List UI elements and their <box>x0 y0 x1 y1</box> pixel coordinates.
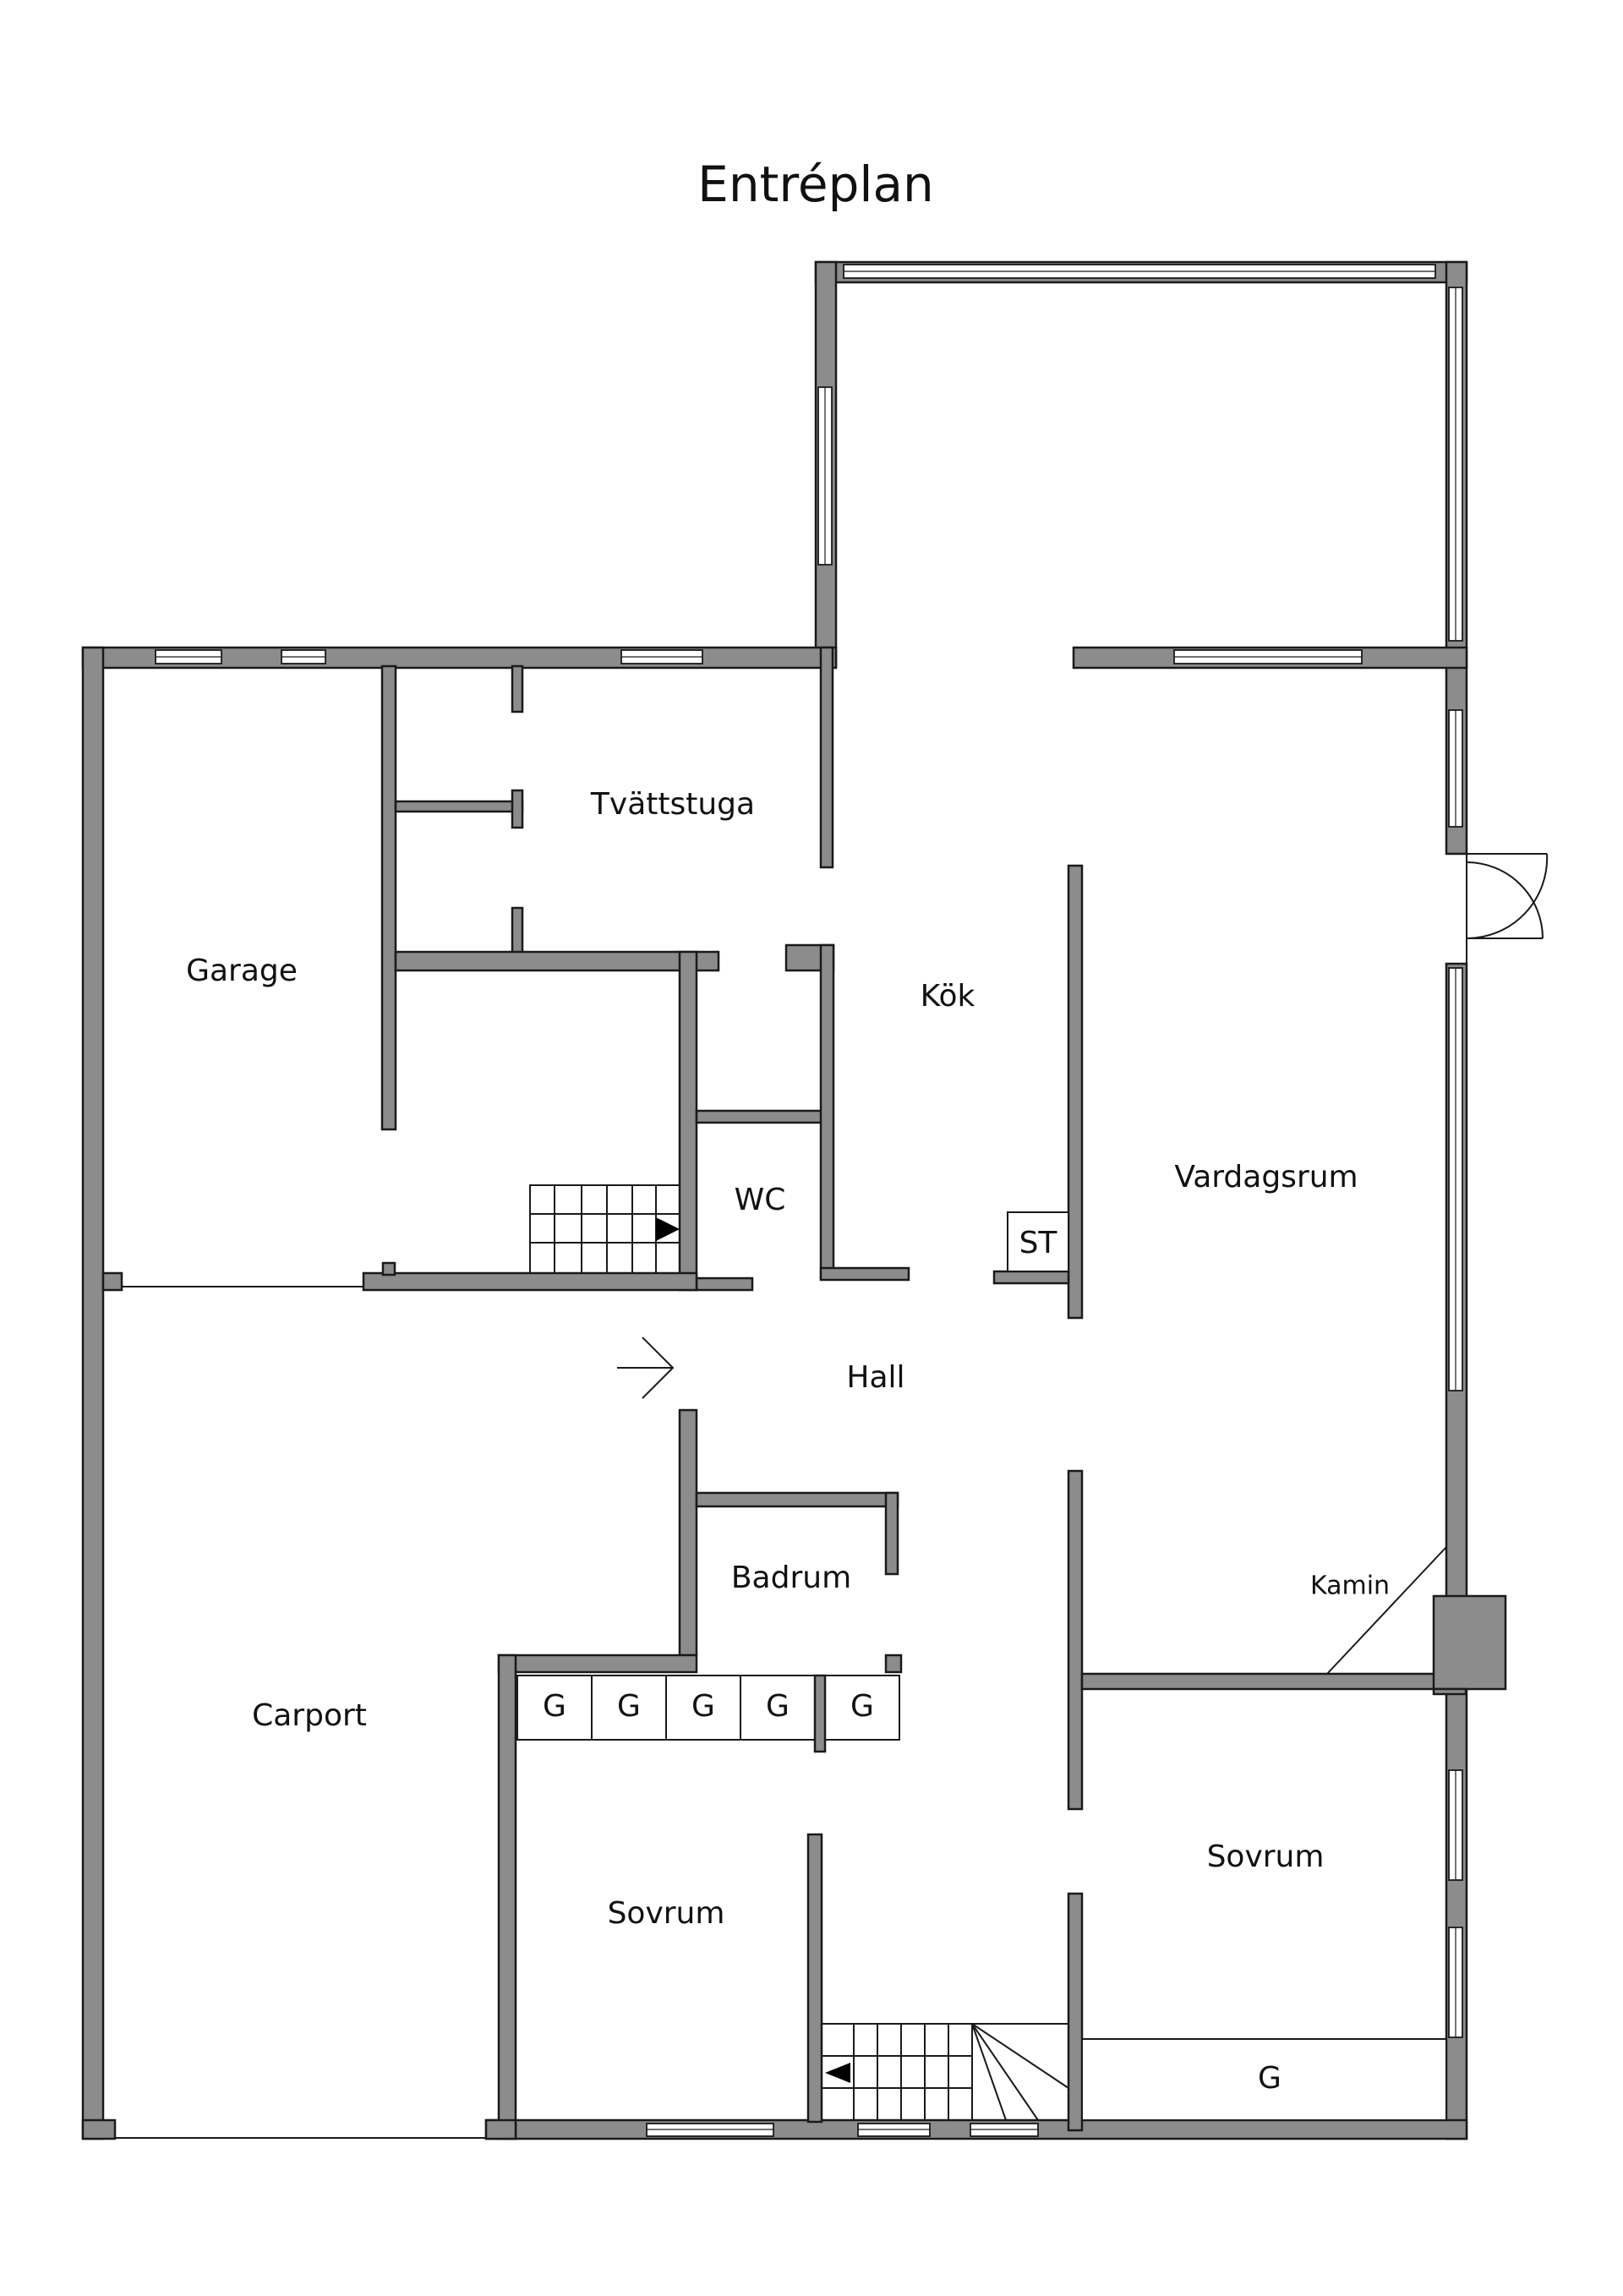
wall <box>484 2118 517 2140</box>
windows <box>155 264 1463 2137</box>
label-hall: Hall <box>846 1360 904 1395</box>
wall <box>362 1271 698 1292</box>
stairs-lower <box>821 2023 1069 2121</box>
entry-arrow-icon <box>617 1337 675 1399</box>
label-vardagsrum: Vardagsrum <box>1174 1160 1358 1194</box>
wall <box>381 1261 396 1276</box>
storage-right-box <box>1081 2038 1447 2121</box>
wall <box>497 1654 517 2140</box>
wall <box>101 1271 123 1292</box>
wall <box>884 1491 899 1576</box>
entrance-door <box>1466 853 1549 964</box>
wall <box>819 943 835 1280</box>
label-sovrum-left: Sovrum <box>608 1896 725 1931</box>
kamin-line <box>1326 1546 1447 1675</box>
wall <box>511 664 524 713</box>
label-kamin: Kamin <box>1310 1572 1390 1601</box>
wall-left-outer <box>81 646 105 2140</box>
wall <box>511 789 524 829</box>
label-carport: Carport <box>252 1698 367 1733</box>
wall <box>1432 1594 1507 1691</box>
wall <box>695 1276 754 1292</box>
wall <box>695 1491 899 1508</box>
plan-title: Entréplan <box>697 156 934 213</box>
storage-row <box>516 1674 900 1753</box>
stair-arrow-icon <box>825 2063 850 2083</box>
stairs-upper <box>529 1184 680 1274</box>
stair-arrow-icon <box>656 1217 680 1241</box>
wall <box>1080 1672 1448 1691</box>
label-storage: G <box>766 1689 790 1724</box>
wall <box>511 906 524 955</box>
label-wc: WC <box>735 1183 786 1217</box>
label-sovrum-right: Sovrum <box>1207 1840 1325 1874</box>
wall <box>884 1654 903 1674</box>
label-badrum: Badrum <box>731 1561 851 1595</box>
interior-walls <box>101 646 1507 2140</box>
wall <box>1067 1892 1084 2132</box>
wall-bottom-left-stub <box>81 2118 117 2140</box>
label-storage-right: G <box>1258 2061 1281 2096</box>
wall <box>394 950 720 972</box>
label-storage: G <box>543 1689 566 1724</box>
label-garage: Garage <box>186 954 298 988</box>
wall <box>819 646 834 869</box>
wall <box>695 1109 823 1124</box>
label-st: ST <box>1019 1226 1058 1260</box>
label-storage: G <box>617 1689 641 1724</box>
wall <box>678 950 698 1292</box>
label-tvattstuga: Tvättstuga <box>590 787 755 822</box>
wall <box>394 800 524 813</box>
wall <box>813 1674 827 1753</box>
wall <box>497 1654 698 1674</box>
st-box <box>1007 1211 1069 1272</box>
wall <box>380 664 397 1131</box>
label-storage: G <box>691 1689 715 1724</box>
wall <box>1067 864 1084 1320</box>
wall <box>992 1270 1070 1285</box>
label-storage: G <box>850 1689 874 1724</box>
label-kok: Kök <box>921 979 975 1014</box>
wall <box>819 1266 910 1282</box>
wall <box>1432 1687 1467 1696</box>
wall <box>1067 1469 1084 1811</box>
wall <box>806 1833 823 2124</box>
wall <box>678 1408 698 1657</box>
